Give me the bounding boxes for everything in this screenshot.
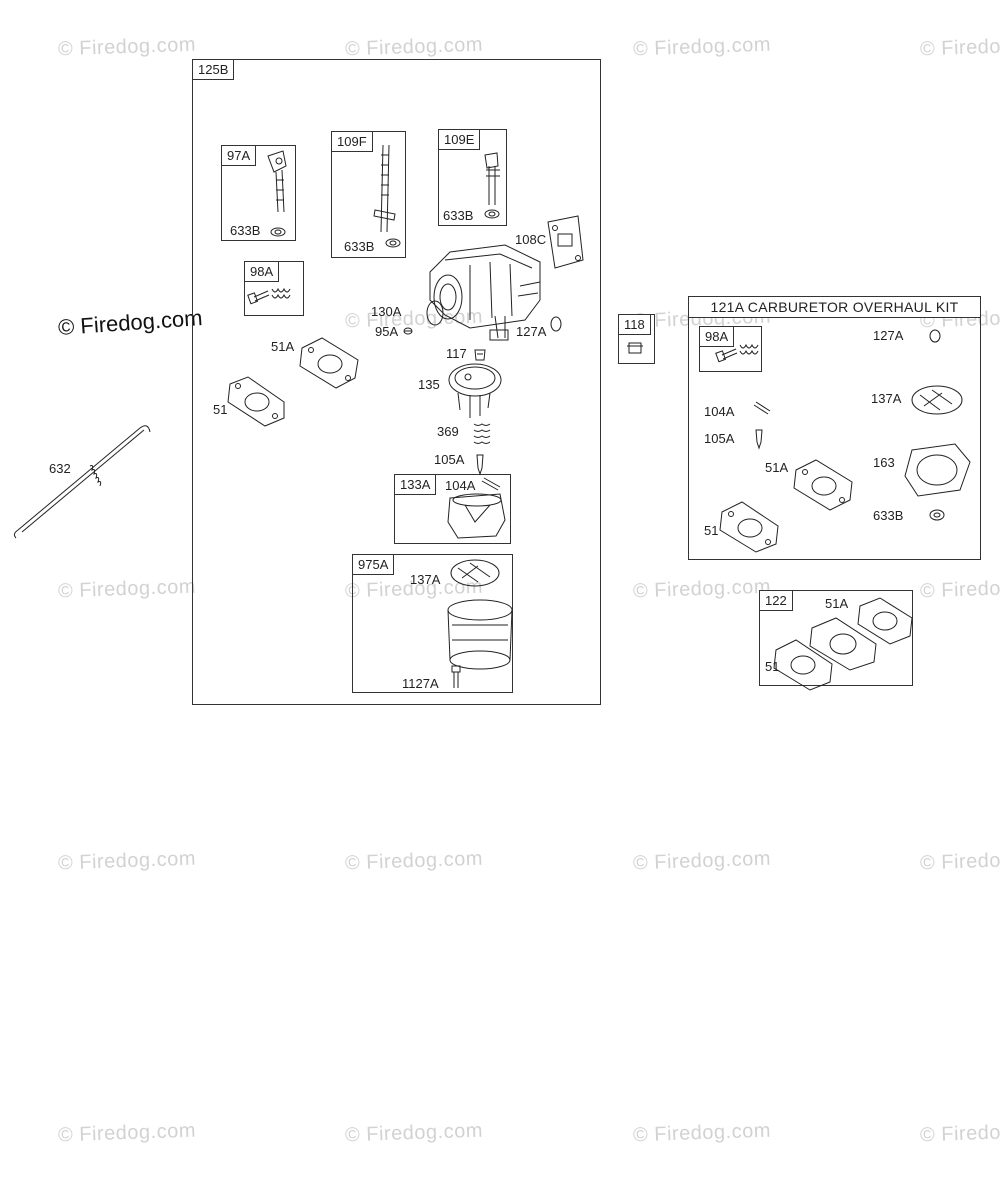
idle-screw-part	[248, 289, 290, 304]
part-label: 117	[446, 346, 467, 361]
part-label: 104A	[445, 478, 476, 493]
kit-subassembly-98A: 98A	[699, 326, 762, 372]
kit-o-ring-part	[930, 330, 940, 342]
part-label: 104A	[704, 404, 735, 419]
part-label: 135	[418, 377, 440, 392]
gasket-set-122-parts	[774, 598, 912, 690]
pin-104A-part	[482, 478, 500, 490]
choke-shaft-part	[485, 153, 500, 218]
kit-title: 121A CARBURETOR OVERHAUL KIT	[689, 297, 980, 318]
screw-95A-part	[404, 328, 412, 334]
part-label: 633B	[230, 223, 261, 238]
kit-gasket-163-part	[905, 444, 970, 496]
part-label: 130A	[371, 304, 402, 319]
gasket-108C-part	[548, 216, 583, 268]
gasket-set-box-122: 122 51A 51	[759, 590, 913, 686]
kit-screen-part	[912, 386, 962, 414]
part-label: 105A	[434, 452, 465, 467]
part-label: 108C	[515, 232, 547, 247]
part-label: 127A	[516, 324, 547, 339]
kit-gasket-51-part	[720, 502, 778, 552]
gasket-51-part	[228, 377, 284, 426]
part-label: 51	[765, 659, 780, 674]
part-label: 1127A	[402, 676, 439, 691]
part-label: 51A	[765, 460, 789, 475]
kit-gasket-51A-part	[794, 460, 852, 510]
part-label: 95A	[375, 324, 399, 339]
subassembly-tag: 98A	[700, 327, 735, 347]
needle-105A-part	[477, 455, 483, 474]
fuel-bowl-975A-part	[448, 600, 512, 669]
subassembly-tag: 98A	[245, 262, 280, 282]
spring-369-part	[474, 424, 490, 444]
part-label: 51A	[271, 339, 295, 354]
gasket-51A-part	[300, 338, 358, 388]
carburetor-body-part	[427, 245, 540, 340]
choke-lever-part	[268, 151, 286, 236]
assembly-tag: 125B	[193, 60, 235, 80]
bolt-1127A-part	[452, 666, 460, 688]
subassembly-tag: 109E	[439, 130, 481, 150]
subassembly-box-109F: 109F 633B	[331, 131, 406, 258]
part-label: 137A	[410, 572, 441, 587]
part-box-118: 118	[618, 314, 655, 364]
part-tag: 118	[619, 315, 651, 335]
link-rod-632-part	[14, 426, 150, 538]
part-tag: 122	[760, 591, 793, 611]
subassembly-tag: 133A	[395, 475, 437, 495]
kit-idle-screw-part	[716, 345, 758, 362]
subassembly-box-97A: 97A 633B	[221, 145, 296, 241]
o-ring-127A-part	[551, 317, 561, 331]
kit-needle-part	[756, 430, 762, 448]
float-bowl-135-part	[449, 364, 501, 418]
kit-washer-part	[930, 510, 944, 520]
throttle-shaft-part	[374, 145, 400, 247]
part-label: 633B	[443, 208, 474, 223]
subassembly-box-109E: 109E 633B	[438, 129, 507, 226]
part-label: 105A	[704, 431, 735, 446]
screen-137A-part	[451, 560, 499, 586]
part-label: 163	[873, 455, 895, 470]
subassembly-box-133A: 133A 104A	[394, 474, 511, 544]
part-label: 51	[213, 402, 228, 417]
part-label: 632	[49, 461, 71, 476]
subassembly-tag: 97A	[222, 146, 257, 166]
part-label: 127A	[873, 328, 904, 343]
subassembly-box-98A: 98A	[244, 261, 304, 316]
subassembly-box-975A: 975A 137A 1127A	[352, 554, 513, 693]
subassembly-tag: 109F	[332, 132, 373, 152]
part-label: 633B	[344, 239, 375, 254]
jet-117-part	[475, 350, 485, 360]
float-133A-part	[448, 494, 505, 538]
part-label: 137A	[871, 391, 902, 406]
plug-118-part	[627, 343, 643, 353]
part-label: 369	[437, 424, 459, 439]
kit-pin-part	[754, 402, 770, 414]
overhaul-kit-box: 121A CARBURETOR OVERHAUL KIT	[688, 296, 981, 560]
part-label: 51	[704, 523, 719, 538]
subassembly-tag: 975A	[353, 555, 395, 575]
part-label: 51A	[825, 596, 849, 611]
assembly-box-125B: 125B	[192, 59, 601, 705]
part-label: 633B	[873, 508, 904, 523]
